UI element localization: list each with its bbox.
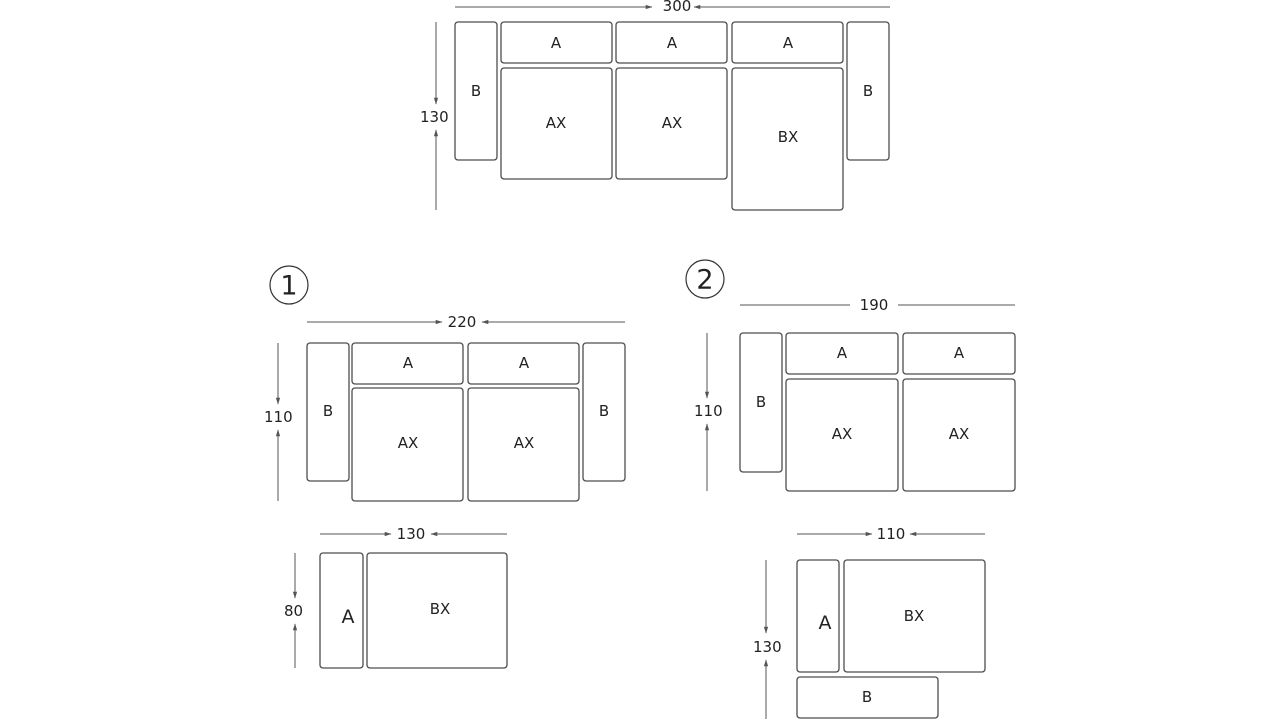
option-1-badge: 1 [269,265,309,305]
top-piece-ax-2: AX [615,67,728,180]
option-2: 2 190 110 B A A AX AX [685,259,1016,719]
option-2-depth-label: 110 [694,402,723,420]
option-2-piece-ax-2: AX [902,378,1016,492]
svg-text:AX: AX [398,434,419,452]
top-piece-a-2: A [615,21,728,64]
option-2-extra-piece-a: A [796,559,840,673]
option-2-number: 2 [696,265,713,296]
option-2-extra-width-dimension: 110 [797,525,985,543]
top-piece-ax-1: AX [500,67,613,180]
top-piece-b-right: B [846,21,890,161]
option-2-extra: 110 130 A BX B [753,525,986,719]
svg-text:BX: BX [904,607,925,625]
top-depth-label: 130 [420,108,449,126]
top-width-dimension: 300 [455,0,890,15]
option-2-extra-width-label: 110 [877,525,906,543]
svg-text:A: A [819,612,832,634]
option-1-piece-a-1: A [351,342,464,385]
svg-text:A: A [342,606,355,628]
option-1-extra-width-label: 130 [397,525,426,543]
svg-text:AX: AX [832,425,853,443]
svg-text:B: B [599,402,609,420]
svg-text:B: B [323,402,333,420]
svg-text:A: A [403,354,414,372]
top-depth-dimension: 130 [420,22,449,210]
top-piece-b-left: B [454,21,498,161]
option-1-width-dimension: 220 [307,313,625,331]
option-2-badge: 2 [685,259,725,299]
option-1-width-label: 220 [448,313,477,331]
option-1-depth-dimension: 110 [264,343,293,501]
option-2-piece-ax-1: AX [785,378,899,492]
option-2-piece-b: B [739,332,783,473]
svg-text:A: A [783,34,794,52]
svg-text:A: A [519,354,530,372]
option-2-piece-a-1: A [785,332,899,375]
top-configuration: 300 130 B A A A B AX [420,0,890,211]
top-piece-bx: BX [731,67,844,211]
svg-text:B: B [862,688,872,706]
option-1-piece-ax-1: AX [351,387,464,502]
svg-text:AX: AX [546,114,567,132]
svg-text:BX: BX [430,600,451,618]
svg-text:A: A [551,34,562,52]
option-2-width-label: 190 [860,296,889,314]
option-1-extra-piece-a: A [319,552,364,669]
svg-text:BX: BX [778,128,799,146]
option-2-extra-piece-bx: BX [843,559,986,673]
option-1-piece-a-2: A [467,342,580,385]
option-1-extra-piece-bx: BX [366,552,508,669]
option-1-piece-b-left: B [306,342,350,482]
option-1-number: 1 [280,271,297,302]
option-2-piece-a-2: A [902,332,1016,375]
svg-text:B: B [863,82,873,100]
option-1-extra: 130 80 A BX [284,525,508,669]
svg-text:A: A [667,34,678,52]
top-piece-a-1: A [500,21,613,64]
option-2-extra-depth-dimension: 130 [753,560,782,719]
option-1-piece-ax-2: AX [467,387,580,502]
svg-text:A: A [954,344,965,362]
option-1: 1 220 110 B A A B AX [264,265,626,669]
svg-text:B: B [471,82,481,100]
option-1-piece-b-right: B [582,342,626,482]
svg-text:AX: AX [514,434,535,452]
svg-text:AX: AX [949,425,970,443]
option-1-extra-width-dimension: 130 [320,525,507,543]
option-2-extra-piece-b: B [796,676,939,719]
option-2-width-dimension: 190 [740,296,1015,314]
option-1-depth-label: 110 [264,408,293,426]
option-2-depth-dimension: 110 [694,333,723,491]
top-piece-a-3: A [731,21,844,64]
option-1-extra-depth-label: 80 [284,602,303,620]
svg-text:AX: AX [662,114,683,132]
option-1-extra-depth-dimension: 80 [284,553,303,668]
option-2-extra-depth-label: 130 [753,638,782,656]
svg-text:B: B [756,393,766,411]
svg-text:A: A [837,344,848,362]
top-width-label: 300 [663,0,692,15]
